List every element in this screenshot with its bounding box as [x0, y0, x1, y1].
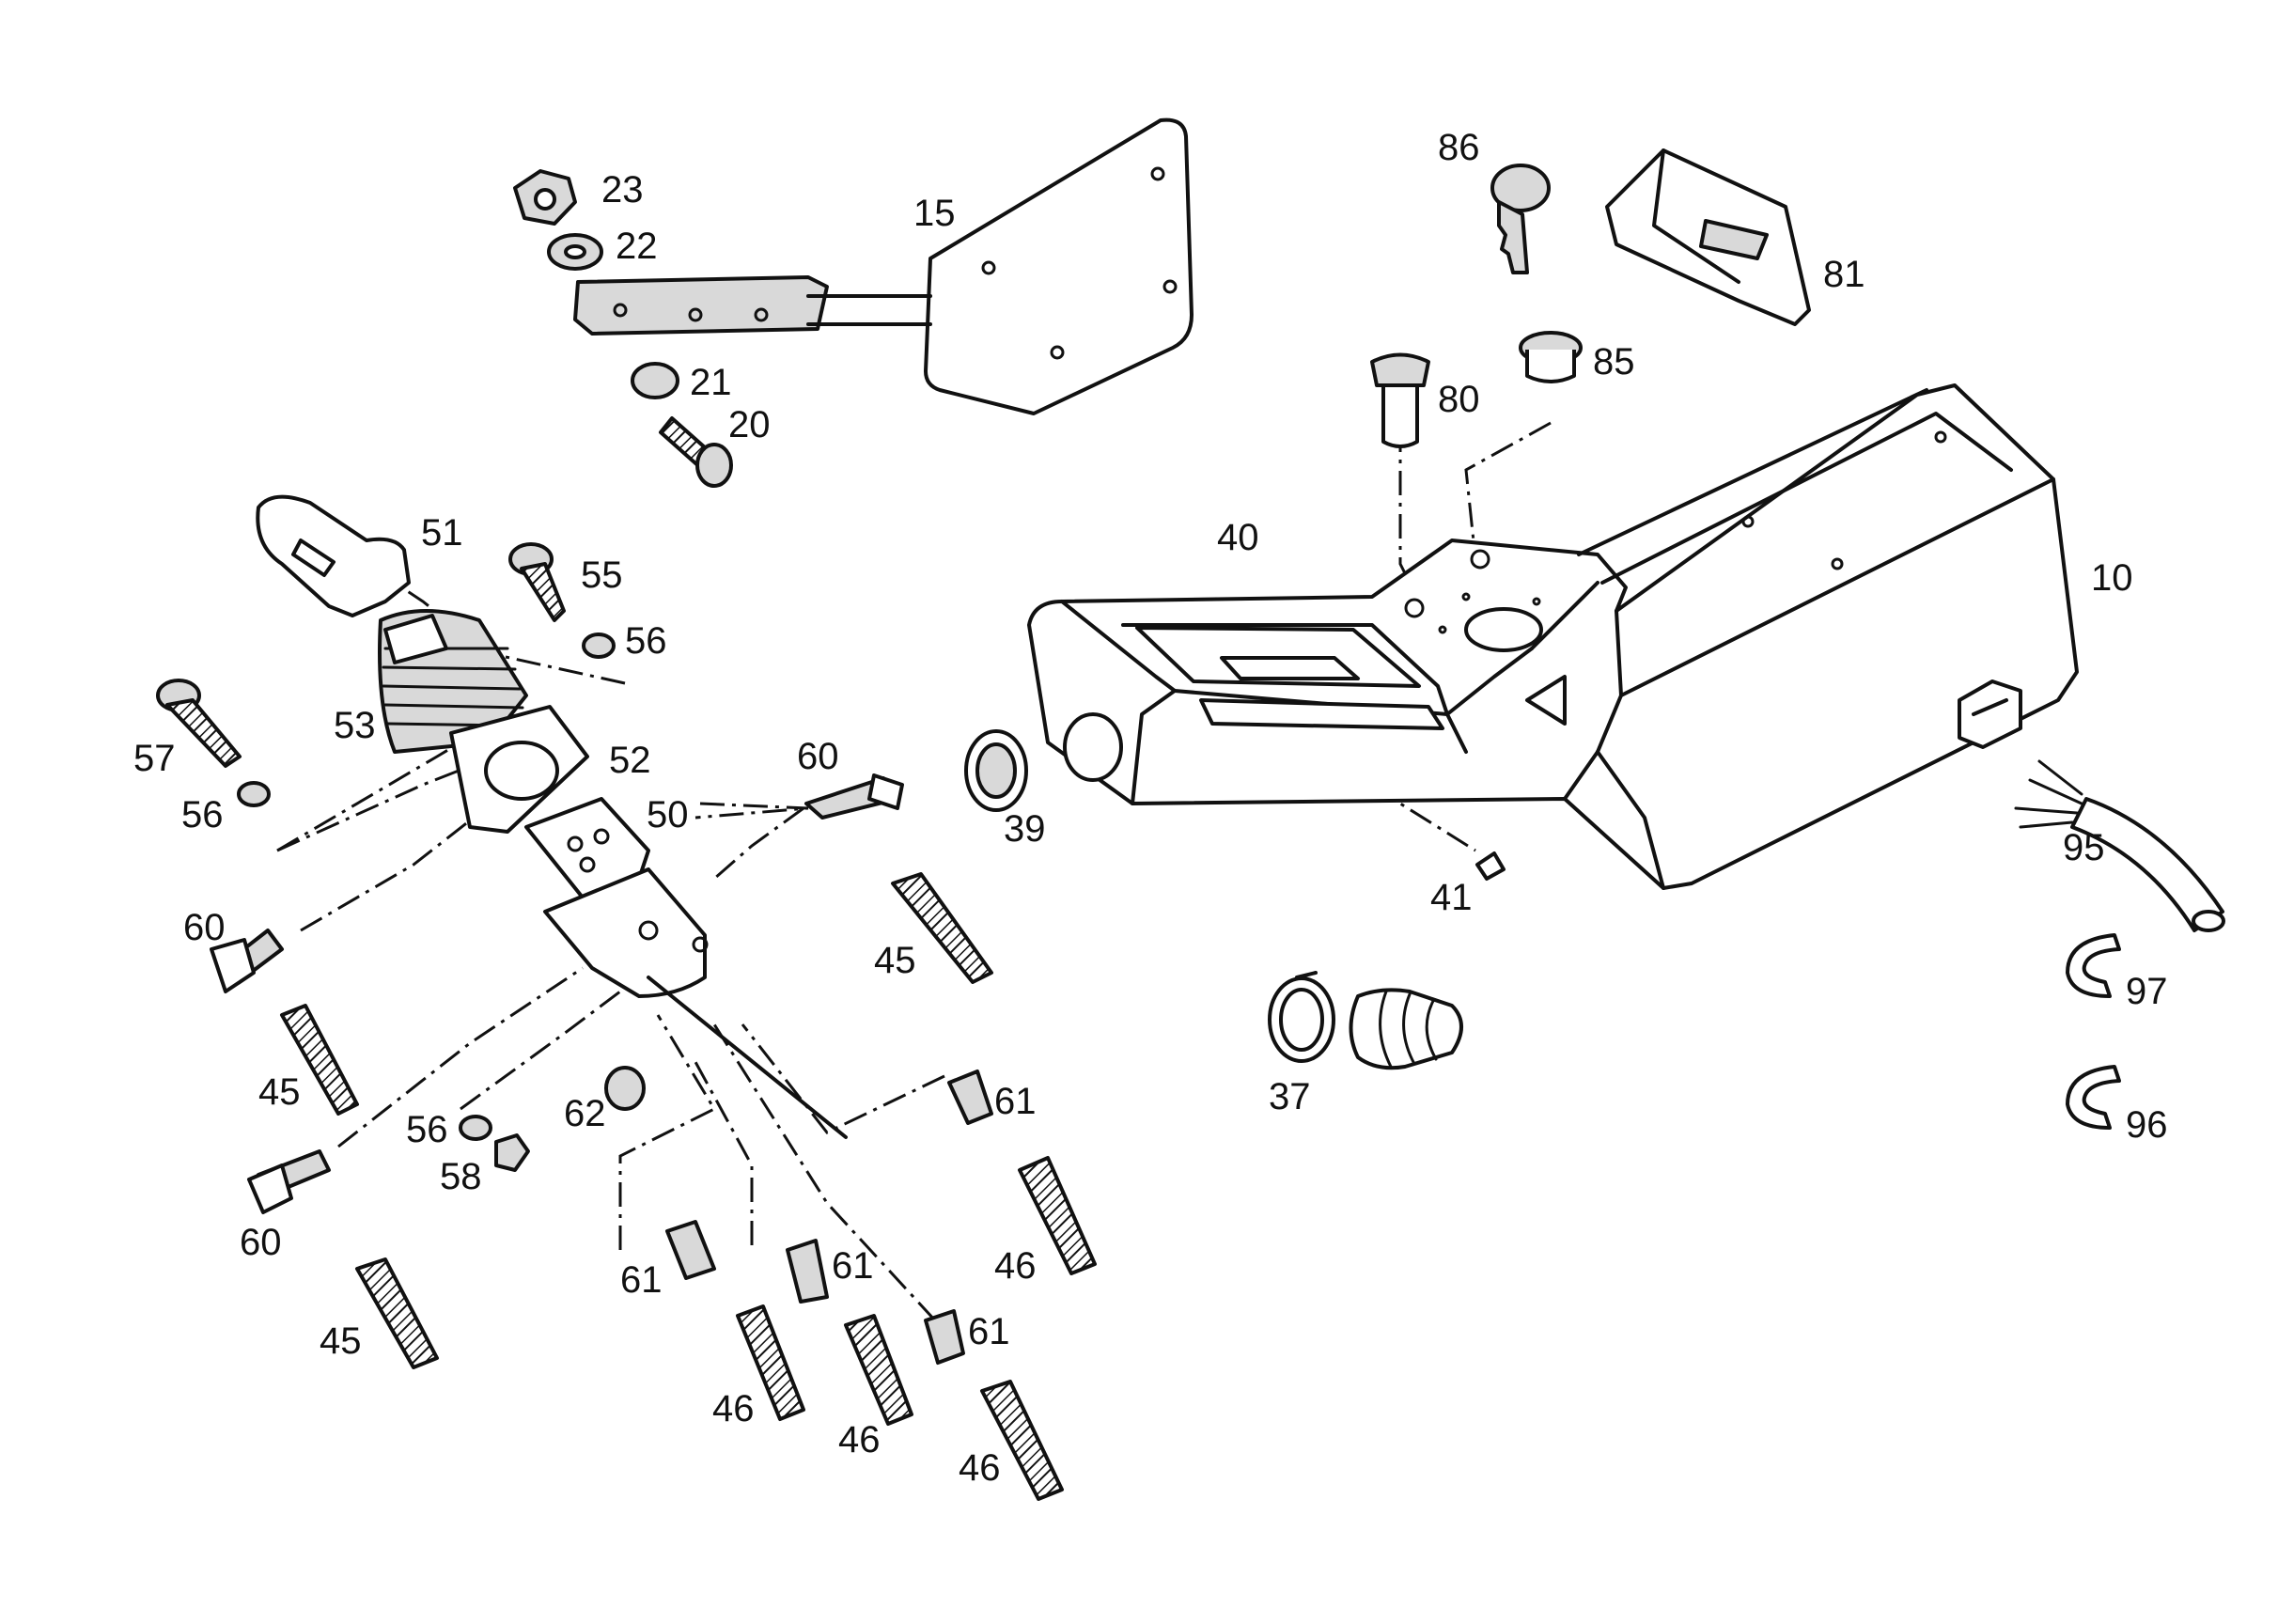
label-part-55: 55 [581, 554, 623, 596]
part-20-bolt [659, 416, 733, 488]
label-part-45: 45 [874, 940, 916, 981]
label-part-20: 20 [728, 404, 771, 445]
label-part-15: 15 [913, 193, 956, 234]
part-51-joystick-handle [256, 494, 411, 617]
label-part-10: 10 [2091, 557, 2133, 599]
label-part-85: 85 [1593, 341, 1635, 383]
label-part-61: 61 [620, 1259, 663, 1301]
fittings-60 [210, 773, 904, 1214]
label-part-45: 45 [320, 1320, 362, 1362]
label-part-80: 80 [1438, 379, 1480, 420]
label-part-58: 58 [440, 1156, 482, 1197]
label-part-86: 86 [1438, 127, 1480, 168]
label-part-56: 56 [625, 620, 667, 662]
label-part-39: 39 [1004, 808, 1046, 850]
label-part-51: 51 [421, 512, 463, 554]
label-part-96: 96 [2126, 1104, 2168, 1146]
label-part-45: 45 [258, 1071, 301, 1113]
part-62-plug [604, 1066, 646, 1111]
part-81-cover [1605, 148, 1811, 326]
part-22-washer [547, 233, 603, 271]
part-15-mounting-plate [573, 117, 1194, 415]
label-part-46: 46 [838, 1419, 881, 1460]
label-part-95: 95 [2063, 827, 2105, 868]
label-part-61: 61 [832, 1245, 874, 1287]
part-58-nut [494, 1133, 530, 1172]
hoses-45-46 [280, 872, 1097, 1501]
part-41-screw [1475, 851, 1506, 881]
label-part-56: 56 [406, 1109, 448, 1150]
label-part-23: 23 [601, 169, 644, 211]
label-part-46: 46 [994, 1245, 1037, 1287]
part-23-hex-nut [513, 169, 577, 226]
part-52-plate [449, 705, 589, 834]
part-80-knob [1370, 352, 1430, 448]
label-part-22: 22 [616, 226, 658, 267]
label-part-53: 53 [334, 705, 376, 746]
label-part-97: 97 [2126, 971, 2168, 1012]
label-part-62: 62 [564, 1093, 606, 1134]
label-part-50: 50 [647, 794, 689, 835]
part-95-cable [2014, 759, 2225, 932]
part-21-spacer [631, 362, 679, 399]
label-part-52: 52 [609, 740, 651, 781]
part-39-grommet [964, 729, 1028, 812]
part-85-plug [1519, 331, 1583, 383]
label-part-41: 41 [1430, 877, 1473, 918]
part-50-valve-body [524, 797, 848, 1139]
label-part-61: 61 [994, 1081, 1037, 1122]
washers-56 [237, 632, 616, 1141]
part-86-key [1490, 164, 1551, 274]
label-part-60: 60 [797, 736, 839, 777]
label-part-56: 56 [181, 794, 224, 835]
label-part-40: 40 [1217, 517, 1259, 558]
label-part-46: 46 [959, 1447, 1001, 1489]
part-57-screw [156, 679, 242, 768]
part-55-screw [508, 542, 566, 622]
label-part-60: 60 [240, 1222, 282, 1263]
part-97-clip [2066, 933, 2121, 998]
label-part-37: 37 [1269, 1076, 1311, 1117]
fittings-61 [665, 1070, 993, 1365]
label-part-57: 57 [133, 738, 176, 779]
part-10-console-housing [1027, 383, 2079, 890]
label-part-60: 60 [183, 907, 226, 948]
label-part-46: 46 [712, 1388, 755, 1429]
part-37-clamp-and-boot [1268, 971, 1463, 1070]
label-part-61: 61 [968, 1311, 1010, 1352]
part-96-clip [2066, 1065, 2121, 1130]
label-part-21: 21 [690, 362, 732, 403]
part-53-boot [378, 609, 528, 754]
label-part-81: 81 [1823, 254, 1865, 295]
part-labels: 10 15 20 21 22 23 37 39 40 41 45 45 45 4… [133, 127, 2168, 1489]
